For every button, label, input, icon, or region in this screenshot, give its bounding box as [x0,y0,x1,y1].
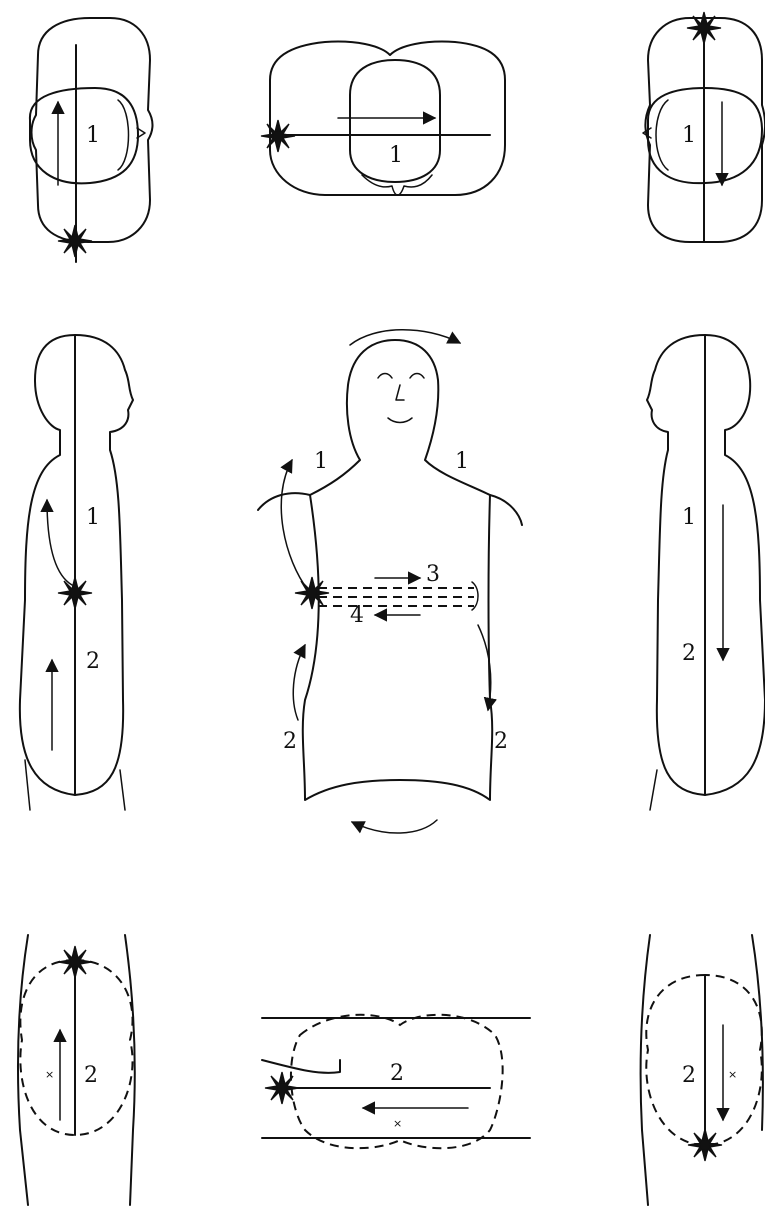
electrode-burst [265,1072,299,1104]
panel-bottom-center-limb-view: × 2 [262,1015,530,1148]
label-mid-right-upper: 1 [682,505,696,530]
panel-top-left-head-view: 1 [30,18,153,262]
electrode-burst [295,577,329,609]
panel-mid-left-side-body: 1 2 [20,335,133,810]
cross-marker: × [393,1117,402,1130]
panel-top-center-head-view: 1 [261,42,505,195]
electrode-burst [58,225,92,257]
panel-bottom-left-limb-view: × 2 [18,935,135,1205]
panel-mid-center-front-body: 1 1 3 4 2 2 [258,330,522,833]
panel-mid-right-side-body: 1 2 [647,335,765,810]
electrode-burst [261,120,295,152]
label-top-center: 1 [389,143,403,168]
label-mid-center-left-hip: 2 [283,729,297,754]
label-bottom-center: 2 [390,1061,404,1086]
label-mid-left-lower: 2 [86,649,100,674]
label-bottom-right: 2 [682,1063,696,1088]
cross-marker: × [728,1068,737,1081]
electrode-burst [687,12,721,44]
label-mid-center-left-shoulder: 1 [314,449,328,474]
cross-marker: × [45,1068,54,1081]
label-bottom-left: 2 [84,1063,98,1088]
label-mid-center-right-shoulder: 1 [455,449,469,474]
label-top-right: 1 [682,123,696,148]
electrode-burst [58,577,92,609]
panel-bottom-right-limb-view: × 2 [641,935,763,1205]
label-top-left: 1 [86,123,100,148]
panel-top-right-head-view: 1 [643,12,765,242]
label-mid-right-lower: 2 [682,641,696,666]
electrode-burst [688,1129,722,1161]
label-mid-left-upper: 1 [86,505,100,530]
label-mid-center-arrow-3: 3 [426,562,440,587]
label-mid-center-arrow-4: 4 [350,603,364,628]
label-mid-center-right-hip: 2 [494,729,508,754]
electrode-burst [58,946,92,978]
